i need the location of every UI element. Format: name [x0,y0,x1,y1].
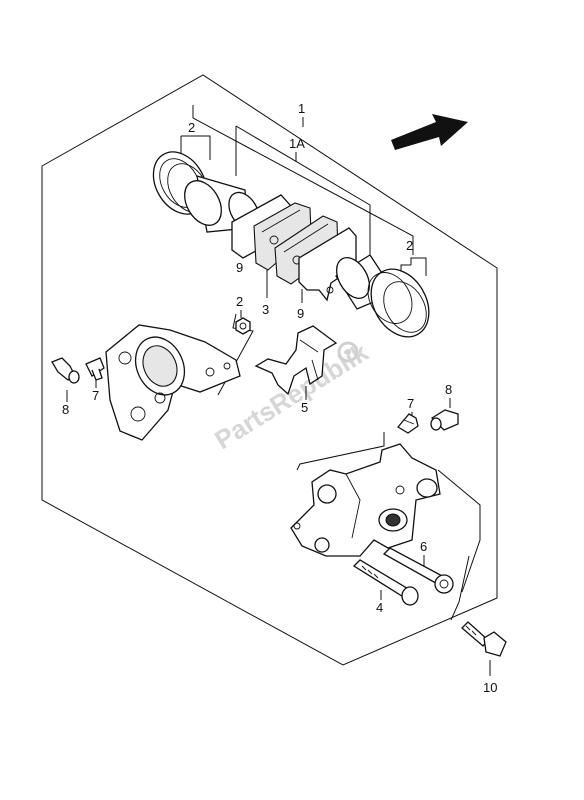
watermark-gear-icon [337,341,359,363]
assembly-boundary [41,74,498,666]
caliper-bolt [352,559,419,606]
callout-1: 1 [298,101,305,116]
callout-9-right: 9 [297,306,304,321]
callout-7-left: 7 [92,388,99,403]
callout-1a: 1A [289,136,305,151]
callout-3: 3 [262,302,269,317]
callout-2-top-right: 2 [406,238,413,253]
small-seal [235,317,251,335]
callout-10: 10 [483,680,497,695]
mounting-bolt [461,621,507,657]
bleeder-screw-left [85,357,105,381]
bleeder-cap-right [430,409,459,431]
callout-8-left: 8 [62,402,69,417]
callout-5: 5 [301,400,308,415]
callout-4: 4 [376,600,383,615]
callout-6: 6 [420,539,427,554]
caliper-half-left [105,324,241,441]
callout-2-middle: 2 [236,294,243,309]
slide-pin [382,547,454,594]
pad-spring [254,325,338,396]
arrow-icon [391,114,468,150]
callout-7-right: 7 [407,396,414,411]
callout-9-left: 9 [236,260,243,275]
caliper-half-right [290,443,441,557]
piston-seal-top-right [367,268,430,338]
callout-2-top-left: 2 [188,120,195,135]
callout-8-right: 8 [445,382,452,397]
bleeder-cap-left [51,357,80,384]
bleeder-screw-right [397,413,419,434]
brake-pad-shim-right [298,227,357,302]
